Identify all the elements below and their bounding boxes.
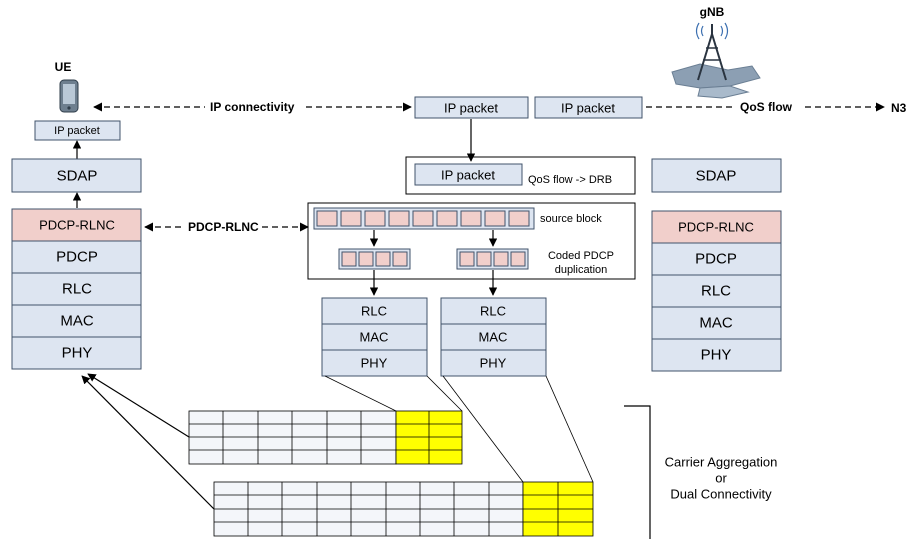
ue-pdcp-rlnc-label: PDCP-RLNC <box>39 218 115 233</box>
coded-block-bar-left <box>338 248 411 270</box>
n3-label: N3 <box>891 101 907 115</box>
leg-left-phy-box <box>321 349 428 377</box>
qos-flow-label: QoS flow <box>740 100 793 114</box>
ue-rlc-box <box>11 272 142 306</box>
gnb-ip-packet-box-2 <box>534 96 643 119</box>
gnb-pdcp-box <box>651 242 782 276</box>
bracket-line-1: Carrier Aggregation <box>665 455 778 470</box>
ue-phy-label: PHY <box>62 345 93 362</box>
gnb-ip-packet-label-2: IP packet <box>561 101 615 116</box>
gnb-sdap-label: SDAP <box>696 168 737 185</box>
left-leg-to-grid <box>324 375 397 412</box>
gnb-sdap-box <box>651 158 782 193</box>
coded-block-bar-right <box>456 248 529 270</box>
gnb-pdcp-label: PDCP <box>695 251 737 268</box>
left-leg-to-grid-2 <box>426 375 463 412</box>
leg-right-rlc-label: RLC <box>480 304 506 319</box>
qos-mapping-container <box>405 156 636 195</box>
gnb-ip-packet-box-1 <box>414 96 529 119</box>
ue-ip-packet-label: IP packet <box>54 125 100 137</box>
coded-pdcp-label: Coded PDCP <box>548 250 614 262</box>
phone-icon <box>59 79 79 113</box>
duplication-label: duplication <box>555 264 608 276</box>
leg-right-phy-label: PHY <box>480 356 507 371</box>
mapped-ip-packet-label: IP packet <box>441 168 495 183</box>
ue-mac-box <box>11 304 142 338</box>
ue-title: UE <box>55 60 72 74</box>
leg-left-phy-label: PHY <box>361 356 388 371</box>
ue-pdcp-label: PDCP <box>56 249 98 266</box>
ip-connectivity-label: IP connectivity <box>210 100 295 114</box>
pdcp-coding-container <box>307 202 636 280</box>
gnb-pdcp-rlnc-label: PDCP-RLNC <box>678 220 754 235</box>
ue-mac-label: MAC <box>60 313 94 330</box>
right-leg-to-grid <box>442 375 524 483</box>
gnb-pdcp-rlnc-box <box>651 210 782 244</box>
gnb-rlc-box <box>651 274 782 308</box>
gnb-rlc-label: RLC <box>701 283 731 300</box>
ue-phy-box <box>11 336 142 370</box>
leg-right-rlc-box <box>440 297 547 325</box>
resource-grid-top <box>188 410 463 465</box>
gnb-phy-label: PHY <box>701 347 732 364</box>
cell-tower-icon <box>671 22 761 99</box>
gnb-phy-box <box>651 338 782 372</box>
ue-ip-packet-box <box>34 120 121 141</box>
leg-left-mac-label: MAC <box>360 330 389 345</box>
ue-sdap-label: SDAP <box>57 168 98 185</box>
ue-pdcp-box <box>11 240 142 274</box>
ue-phy-to-top-grid <box>87 373 190 438</box>
ue-sdap-box <box>11 158 142 193</box>
mapped-ip-packet-box <box>414 163 523 186</box>
leg-left-rlc-label: RLC <box>361 304 387 319</box>
source-block-cells <box>316 210 530 227</box>
leg-right-mac-label: MAC <box>479 330 508 345</box>
bracket-line-3: Dual Connectivity <box>670 487 772 502</box>
right-leg-to-grid-2 <box>545 375 594 483</box>
resource-grid-bottom <box>213 481 594 537</box>
leg-right-mac-box <box>440 323 547 351</box>
leg-right-phy-box <box>440 349 547 377</box>
coded-block-cells-right <box>459 251 526 267</box>
gnb-ip-packet-label-1: IP packet <box>444 101 498 116</box>
pdcp-rlnc-link-label: PDCP-RLNC <box>188 220 259 234</box>
ca-dc-bracket <box>624 405 651 539</box>
bracket-line-2: or <box>715 471 727 486</box>
qos-to-drb-label: QoS flow -> DRB <box>528 174 612 186</box>
ue-rlc-label: RLC <box>62 281 92 298</box>
coded-block-cells-left <box>341 251 408 267</box>
gnb-mac-box <box>651 306 782 340</box>
gnb-mac-label: MAC <box>699 315 733 332</box>
ue-phy-to-bottom-grid <box>81 375 215 510</box>
gnb-title: gNB <box>700 5 725 19</box>
source-block-label: source block <box>540 213 602 225</box>
